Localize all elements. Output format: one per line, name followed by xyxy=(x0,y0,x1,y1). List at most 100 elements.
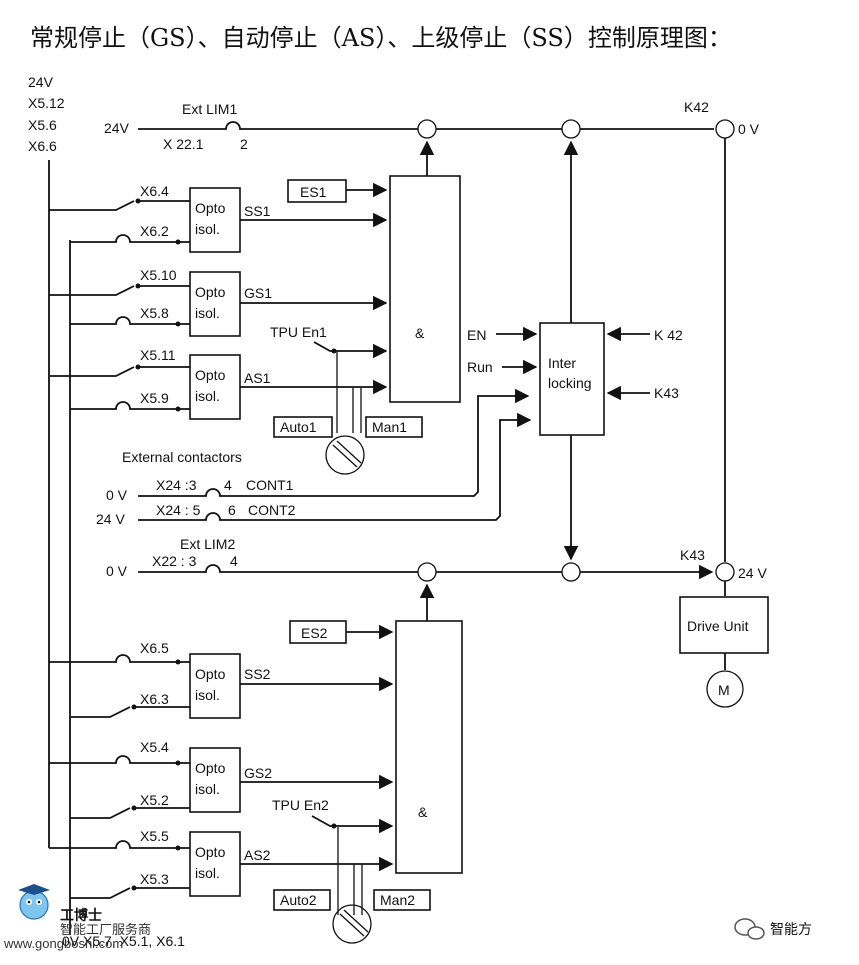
lim2-pin: 4 xyxy=(230,553,238,569)
brand-sub: 智能工厂服务商 xyxy=(60,922,151,937)
node xyxy=(175,659,181,665)
wire xyxy=(70,807,190,819)
brand-name: 工博士 xyxy=(60,907,102,923)
opto-isolator xyxy=(189,187,241,253)
cont1-label: CONT1 xyxy=(246,477,294,493)
cont2-pin: 6 xyxy=(228,502,236,518)
label: Opto xyxy=(195,367,226,383)
opto-isolator xyxy=(189,747,241,813)
label: Opto xyxy=(195,200,226,216)
auto1-box xyxy=(273,416,333,438)
external-contactors: External contactors 0 V X24 :3 4 CONT1 2… xyxy=(96,388,532,527)
node xyxy=(131,805,137,811)
node xyxy=(175,760,181,766)
node xyxy=(131,885,137,891)
label: & xyxy=(418,804,428,820)
supply-label-3: X5.6 xyxy=(28,117,57,133)
label: Opto xyxy=(195,666,226,682)
opto-isolator xyxy=(189,271,241,337)
lim1-pin: 2 xyxy=(240,136,248,152)
shape xyxy=(747,926,765,940)
lim1-terminal: X 22.1 xyxy=(163,136,204,152)
cont1-pin: 4 xyxy=(224,477,232,493)
lim2-rail: 0 V Ext LIM2 X22 : 3 4 K43 24 V xyxy=(106,536,767,596)
mode-selector-2 xyxy=(332,904,372,944)
as2-terminal-2: X5.3 xyxy=(140,871,169,887)
label: isol. xyxy=(195,865,220,881)
watermark-logo: 工博士 智能工厂服务商 www.gongboshi.com xyxy=(3,884,151,951)
auto2-box xyxy=(273,889,331,911)
lim1-rail: 24V Ext LIM1 X 22.1 2 K42 0 V xyxy=(104,99,760,562)
cont1-terminal: X24 :3 xyxy=(156,477,197,493)
channel-name: 智能方 xyxy=(770,921,812,937)
ss2-terminal-1: X6.5 xyxy=(140,640,169,656)
interlock-k42: K 42 xyxy=(654,327,683,343)
top-inputs: X6.4 X6.2 Opto isol. SS1 X5.10 X5.8 Opto… xyxy=(49,140,461,475)
node xyxy=(135,198,141,204)
gs2-terminal-2: X5.2 xyxy=(140,792,169,808)
label: isol. xyxy=(195,305,220,321)
gs1-signal: GS1 xyxy=(244,285,272,301)
wire xyxy=(49,366,190,377)
tpu-en2-label: TPU En2 xyxy=(272,797,329,813)
as1-signal: AS1 xyxy=(244,370,271,386)
es1-label: ES1 xyxy=(300,184,327,200)
node xyxy=(331,348,337,354)
wire xyxy=(332,444,358,468)
drive-label: Drive Unit xyxy=(687,618,749,634)
opto-isolator xyxy=(189,831,241,897)
mode-selector-1 xyxy=(325,435,365,475)
wire xyxy=(49,755,190,764)
label: locking xyxy=(548,375,592,391)
tpu-en1-label: TPU En1 xyxy=(270,324,327,340)
supply-label-0v: 0V X5.7, X5.1, X6.1 xyxy=(62,933,185,949)
mascot-icon xyxy=(19,890,49,920)
wire xyxy=(343,909,369,933)
man2-label: Man2 xyxy=(380,892,415,908)
interlocking-block: Inter locking EN Run K 42 K43 xyxy=(467,140,683,561)
rail-node xyxy=(561,562,581,582)
interlock-en: EN xyxy=(467,327,486,343)
supply-label-4: X6.6 xyxy=(28,138,57,154)
wire xyxy=(311,815,394,834)
wire xyxy=(313,341,388,359)
supply-labels: 24V X5.12 X5.6 X6.6 0V X5.7, X5.1, X6.1 xyxy=(28,74,185,949)
label: isol. xyxy=(195,687,220,703)
block xyxy=(539,322,605,436)
wire xyxy=(49,654,190,663)
label: isol. xyxy=(195,388,220,404)
ss1-terminal-2: X6.2 xyxy=(140,223,169,239)
as1-terminal-2: X5.9 xyxy=(140,390,169,406)
cont2-voltage: 24 V xyxy=(96,511,125,527)
lim1-relay: K42 xyxy=(684,99,709,115)
cont2-label: CONT2 xyxy=(248,502,296,518)
node xyxy=(175,239,181,245)
wire xyxy=(49,200,190,211)
wire xyxy=(138,121,418,130)
lim1-name: Ext LIM1 xyxy=(182,101,237,117)
auto2-label: Auto2 xyxy=(280,892,317,908)
ss2-terminal-2: X6.3 xyxy=(140,691,169,707)
wire xyxy=(49,285,190,296)
contactors-heading: External contactors xyxy=(122,449,242,465)
lim1-voltage: 24V xyxy=(104,120,130,136)
opto-isolator xyxy=(189,653,241,719)
rail-node xyxy=(417,119,437,139)
man1-box xyxy=(365,416,423,438)
block xyxy=(679,596,769,654)
supply-label-1: 24V xyxy=(28,74,54,90)
node xyxy=(135,364,141,370)
rail-node xyxy=(715,562,735,582)
node xyxy=(175,406,181,412)
lim2-voltage: 0 V xyxy=(106,563,128,579)
as2-signal: AS2 xyxy=(244,847,271,863)
supply-label-2: X5.12 xyxy=(28,95,65,111)
wire xyxy=(70,234,190,243)
node xyxy=(175,845,181,851)
label: Opto xyxy=(195,844,226,860)
node xyxy=(135,283,141,289)
gs2-terminal-1: X5.4 xyxy=(140,739,169,755)
wire xyxy=(49,840,190,849)
brand-url: www.gongboshi.com xyxy=(3,936,123,951)
lim2-terminal: X22 : 3 xyxy=(152,553,197,569)
